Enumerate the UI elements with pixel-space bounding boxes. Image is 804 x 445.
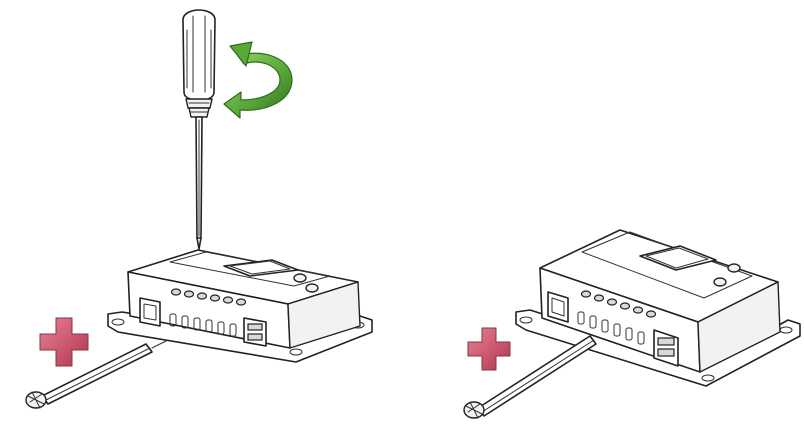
plus-icon-left	[39, 317, 89, 367]
left-panel	[25, 9, 373, 409]
wire-left	[25, 339, 169, 409]
right-panel	[463, 229, 801, 419]
plus-icon-right	[467, 327, 511, 371]
clockwise-arrow-icon	[223, 41, 293, 119]
charge-controller-left	[107, 249, 373, 363]
charge-controller-right	[515, 229, 801, 387]
screwdriver-icon	[182, 9, 216, 250]
wire-right	[463, 335, 597, 419]
